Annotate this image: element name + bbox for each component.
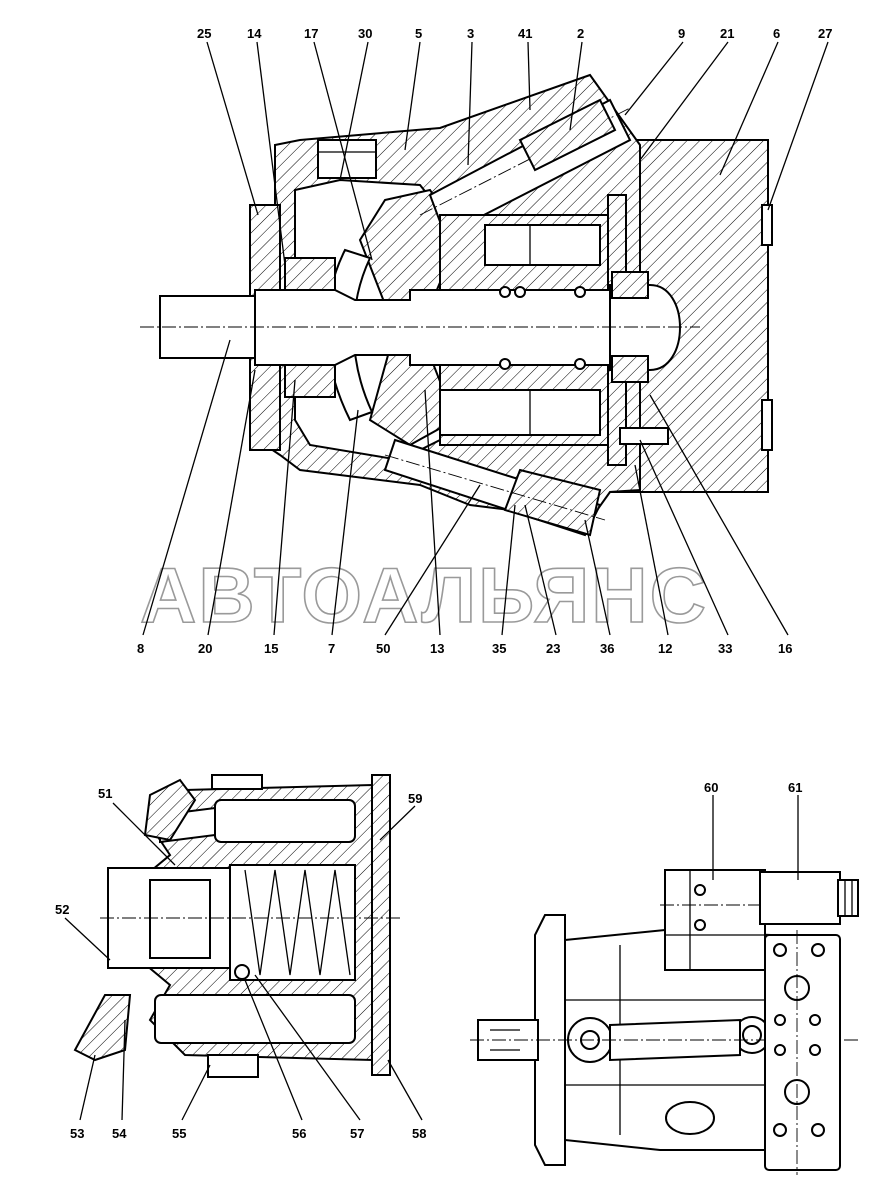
part-label: 59 xyxy=(408,791,422,806)
part-label: 9 xyxy=(678,26,685,41)
part-label: 21 xyxy=(720,26,734,41)
part-label: 33 xyxy=(718,641,732,656)
part-label: 50 xyxy=(376,641,390,656)
part-label: 30 xyxy=(358,26,372,41)
part-label: 27 xyxy=(818,26,832,41)
part-label: 53 xyxy=(70,1126,84,1141)
part-label: 23 xyxy=(546,641,560,656)
part-label: 6 xyxy=(773,26,780,41)
part-label: 35 xyxy=(492,641,506,656)
lower-slipper xyxy=(73,994,132,1062)
leader-lines-bottom-left xyxy=(64,802,423,1121)
main-pump-section xyxy=(140,73,773,537)
part-label: 56 xyxy=(292,1126,306,1141)
part-label: 8 xyxy=(137,641,144,656)
part-label: 15 xyxy=(264,641,278,656)
part-label: 60 xyxy=(704,780,718,795)
front-bearing-bottom xyxy=(284,364,336,398)
leader-lines-bottom-right xyxy=(712,795,799,880)
labels-bottom-right: 60 61 xyxy=(704,780,802,795)
part-label: 51 xyxy=(98,786,112,801)
labels-top-upper: 25 14 17 30 5 3 41 2 9 21 6 27 xyxy=(197,26,832,41)
part-label: 20 xyxy=(198,641,212,656)
part-label: 36 xyxy=(600,641,614,656)
block-valve-plate xyxy=(371,774,391,1076)
part-label: 16 xyxy=(778,641,792,656)
part-label: 7 xyxy=(328,641,335,656)
part-label: 5 xyxy=(415,26,422,41)
rear-pin xyxy=(619,427,669,445)
solenoid xyxy=(759,871,841,925)
part-label: 58 xyxy=(412,1126,426,1141)
part-label: 61 xyxy=(788,780,802,795)
part-label: 2 xyxy=(577,26,584,41)
pump-external-view xyxy=(470,869,860,1175)
drive-shaft xyxy=(254,289,611,366)
upper-slipper xyxy=(143,778,197,842)
leader-lines-top xyxy=(142,41,829,636)
side-cover-plate xyxy=(764,934,841,1171)
part-label: 41 xyxy=(518,26,532,41)
compensator-block xyxy=(664,869,766,971)
part-label: 52 xyxy=(55,902,69,917)
part-label: 17 xyxy=(304,26,318,41)
labels-top-lower: 8 20 15 7 50 13 35 23 36 12 33 16 xyxy=(137,641,792,656)
piston-upper xyxy=(484,224,601,266)
upper-bore xyxy=(214,799,356,843)
lower-bore xyxy=(154,994,356,1044)
part-label: 13 xyxy=(430,641,444,656)
front-bearing-top xyxy=(284,257,336,291)
part-label: 55 xyxy=(172,1126,186,1141)
part-label: 25 xyxy=(197,26,211,41)
labels-bottom-left: 51 52 53 54 55 56 57 58 59 xyxy=(55,786,426,1141)
watermark-text: АВТОАЛЬЯНС xyxy=(140,551,708,639)
part-label: 3 xyxy=(467,26,474,41)
part-label: 12 xyxy=(658,641,672,656)
bottom-port xyxy=(665,1101,715,1135)
piston-lower xyxy=(439,389,601,436)
center-spring xyxy=(244,869,351,976)
part-label: 14 xyxy=(247,26,262,41)
part-label: 54 xyxy=(112,1126,127,1141)
cylinder-block-section xyxy=(73,774,400,1078)
part-label: 57 xyxy=(350,1126,364,1141)
